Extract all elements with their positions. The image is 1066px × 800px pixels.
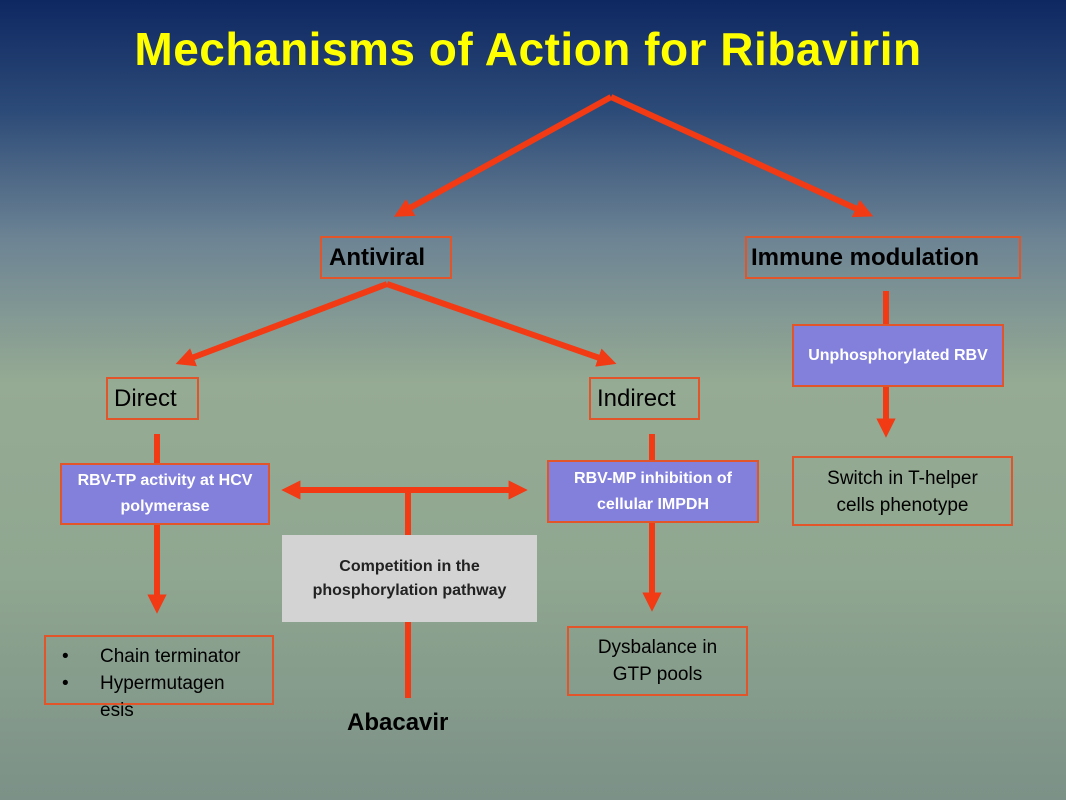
rbv-mp-label: RBV-MP inhibition of cellular IMPDH [574, 469, 732, 513]
arrow-root-to-antiviral [393, 94, 613, 217]
rbv-mp-box: RBV-MP inhibition of cellular IMPDH [547, 460, 759, 523]
dysbalance-box: Dysbalance in GTP pools [567, 626, 748, 696]
switch-t-helper-box: Switch in T-helper cells phenotype [792, 456, 1013, 526]
direct-outcomes-box: Chain terminator Hypermutagen esis [44, 635, 274, 721]
switch-t-helper-label: Switch in T-helper cells phenotype [827, 468, 978, 516]
immune-modulation-box: Immune modulation [745, 236, 1021, 279]
antiviral-box: Antiviral [320, 236, 452, 279]
outcome-chain-terminator: Chain terminator [62, 643, 262, 670]
arrow-antiviral-to-direct [175, 281, 389, 367]
indirect-box: Indirect [589, 377, 700, 420]
unphosphorylated-rbv-label: Unphosphorylated RBV [808, 346, 988, 364]
direct-box: Direct [106, 377, 199, 420]
direct-label: Direct [114, 384, 177, 412]
antiviral-label: Antiviral [329, 243, 426, 271]
competition-label: Competition in the phosphorylation pathw… [312, 557, 507, 599]
unphosphorylated-rbv-box: Unphosphorylated RBV [792, 324, 1004, 387]
arrow-antiviral-to-indirect [386, 281, 617, 367]
slide-title: Mechanisms of Action for Ribavirin [134, 23, 922, 75]
direct-outcomes-list: Chain terminator Hypermutagen esis [62, 643, 262, 724]
dysbalance-label: Dysbalance in GTP pools [597, 637, 718, 685]
indirect-label: Indirect [597, 384, 676, 412]
arrow-root-to-immune [609, 94, 874, 218]
abacavir-label: Abacavir [347, 709, 449, 736]
rbv-tp-label: RBV-TP activity at HCV polymerase [77, 472, 253, 515]
immune-modulation-label: Immune modulation [751, 243, 979, 271]
rbv-tp-box: RBV-TP activity at HCV polymerase [60, 463, 270, 525]
outcome-hypermutagenesis: Hypermutagen esis [62, 670, 262, 724]
competition-box: Competition in the phosphorylation pathw… [282, 535, 537, 622]
